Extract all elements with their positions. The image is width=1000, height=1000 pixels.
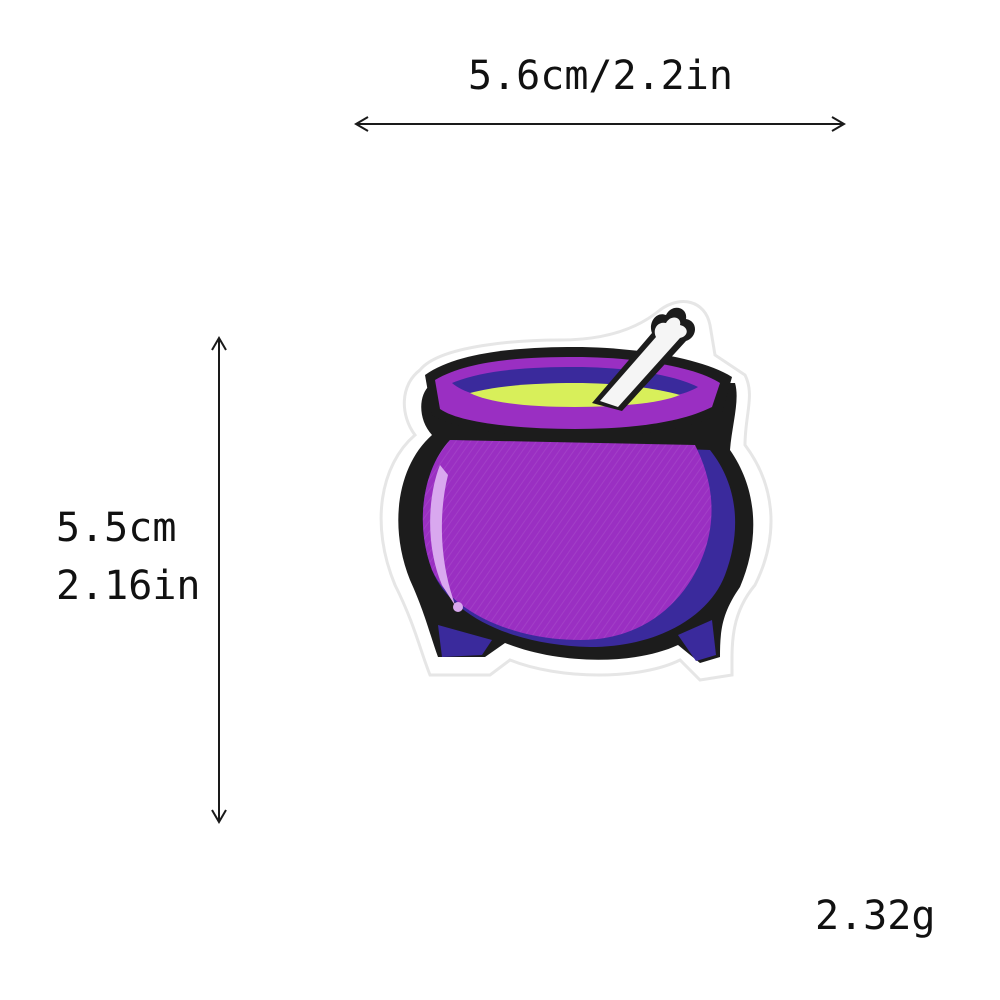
width-dimension-label: 5.6cm/2.2in	[468, 53, 733, 99]
weight-label: 2.32g	[815, 893, 936, 939]
width-arrow-icon	[354, 116, 846, 132]
bone-icon	[592, 307, 695, 411]
cauldron-patch-icon	[379, 300, 773, 682]
height-arrow-icon	[211, 336, 227, 824]
height-cm-label: 5.5cm	[56, 505, 177, 551]
height-in-label: 2.16in	[56, 563, 201, 609]
